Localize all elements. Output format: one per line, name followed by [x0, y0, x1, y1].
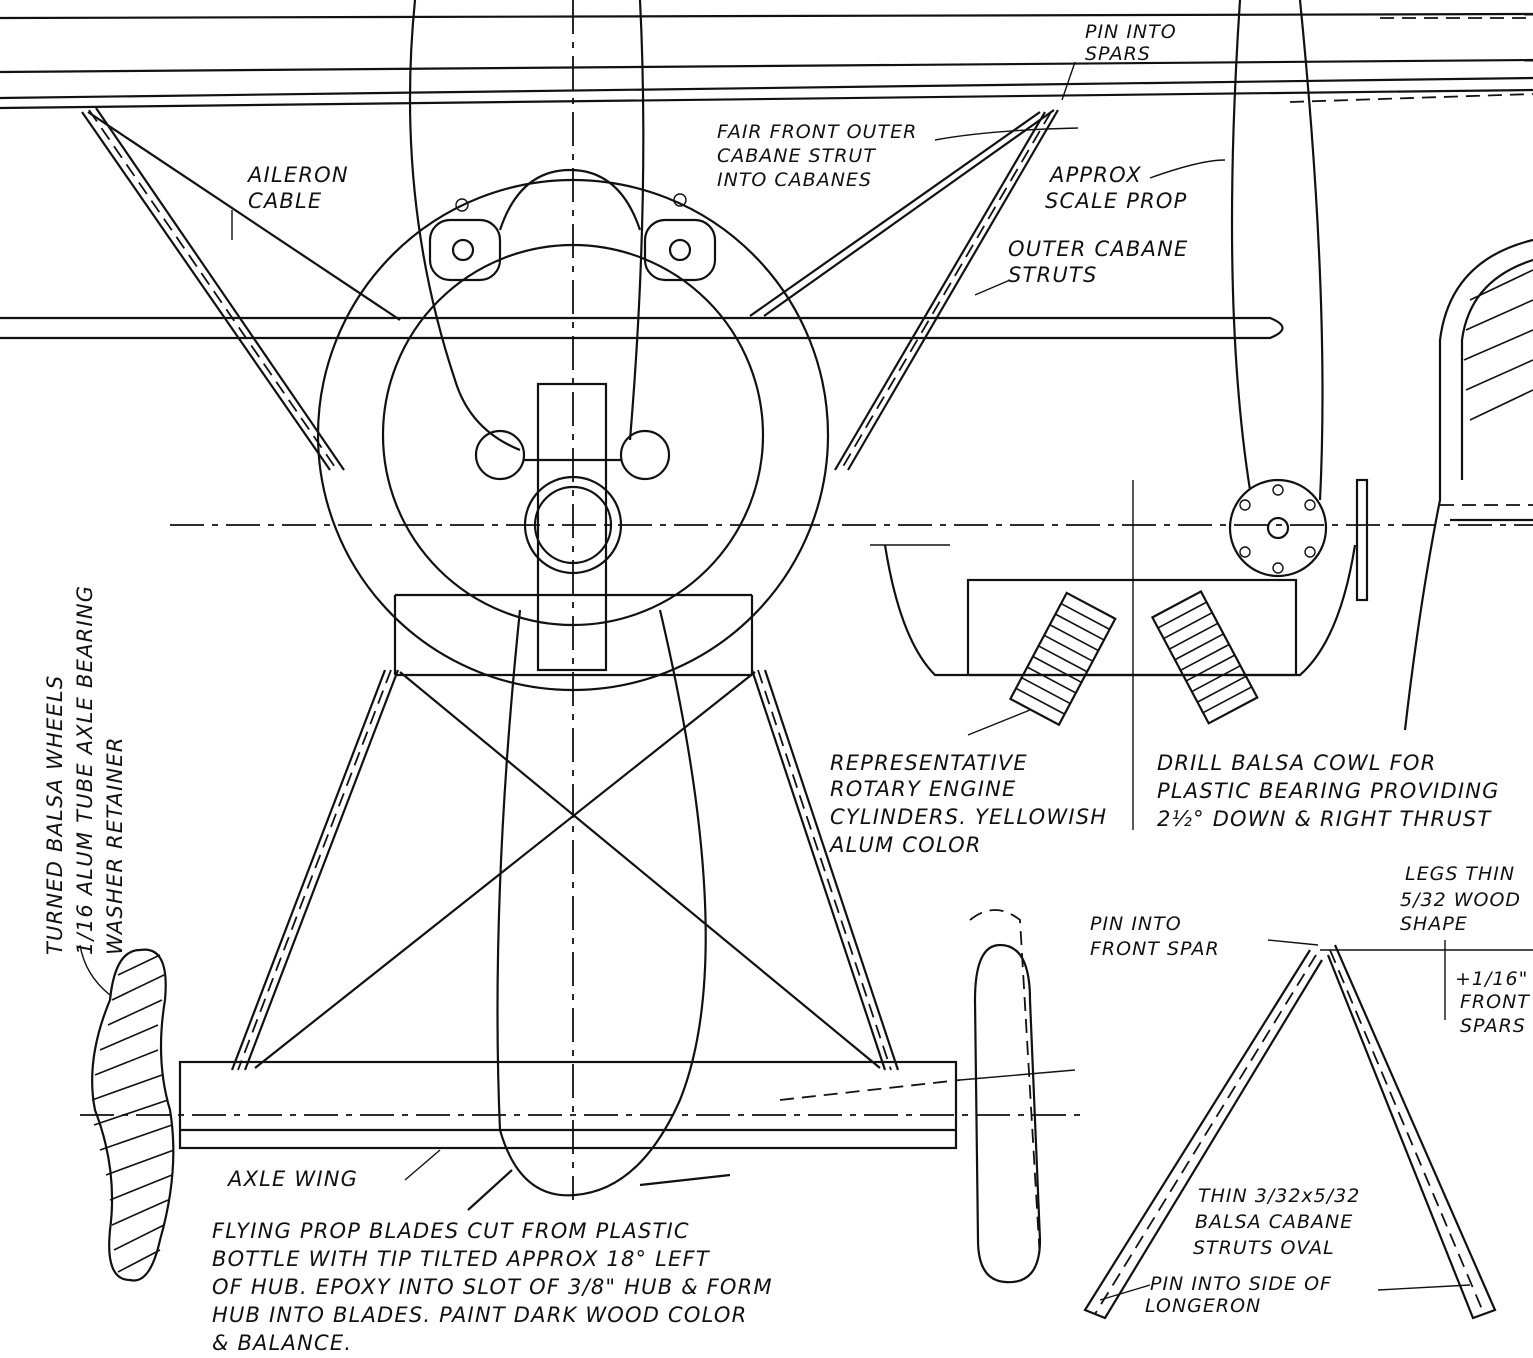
svg-text:+1/16": +1/16": [1455, 968, 1528, 990]
svg-text:CABLE: CABLE: [248, 189, 322, 213]
svg-text:1/16 ALUM TUBE AXLE BEARING: 1/16 ALUM TUBE AXLE BEARING: [73, 585, 97, 955]
label-drill-balsa-cowl: DRILL BALSA COWL FOR PLASTIC BEARING PRO…: [1157, 751, 1500, 831]
label-pin-into-spars: PIN INTO SPARS: [1085, 21, 1177, 65]
svg-text:TURNED BALSA WHEELS: TURNED BALSA WHEELS: [43, 675, 67, 955]
svg-text:HUB INTO BLADES. PAINT DARK WO: HUB INTO BLADES. PAINT DARK WOOD COLOR: [212, 1303, 747, 1327]
svg-text:ROTARY ENGINE: ROTARY ENGINE: [830, 777, 1017, 801]
svg-text:FAIR FRONT OUTER: FAIR FRONT OUTER: [717, 121, 917, 143]
svg-text:PIN INTO SIDE OF: PIN INTO SIDE OF: [1150, 1273, 1332, 1295]
svg-text:PIN INTO: PIN INTO: [1085, 21, 1177, 43]
label-approx-scale-prop: APPROX SCALE PROP: [1045, 163, 1187, 213]
svg-text:CYLINDERS. YELLOWISH: CYLINDERS. YELLOWISH: [830, 805, 1107, 829]
svg-text:SCALE PROP: SCALE PROP: [1045, 189, 1187, 213]
svg-text:OUTER CABANE: OUTER CABANE: [1008, 237, 1188, 261]
axle-wing: [178, 1060, 958, 1150]
right-wheel: [779, 909, 1076, 1284]
svg-text:STRUTS OVAL: STRUTS OVAL: [1193, 1237, 1335, 1259]
svg-text:PIN INTO: PIN INTO: [1090, 913, 1182, 935]
label-representative-engine: REPRESENTATIVE ROTARY ENGINE CYLINDERS. …: [828, 751, 1107, 857]
label-thin-cabane-struts: THIN 3/32x5/32 BALSA CABANE STRUTS OVAL: [1193, 1185, 1360, 1259]
upper-wing: [0, 12, 1533, 110]
label-pin-into-longeron: PIN INTO SIDE OF LONGERON: [1145, 1273, 1332, 1317]
left-wheel: [91, 948, 175, 1282]
svg-text:CABANE STRUT: CABANE STRUT: [717, 145, 876, 167]
lower-wing: [0, 316, 1284, 340]
engine-top: [428, 168, 717, 282]
label-legs-thin: LEGS THIN 5/32 WOOD SHAPE: [1400, 863, 1521, 935]
svg-text:AILERON: AILERON: [246, 163, 349, 187]
svg-text:FLYING PROP BLADES CUT FROM PL: FLYING PROP BLADES CUT FROM PLASTIC: [212, 1219, 690, 1243]
label-fair-front-outer: FAIR FRONT OUTER CABANE STRUT INTO CABAN…: [717, 121, 917, 191]
outer-cabane-struts: [81, 107, 1059, 471]
label-outer-cabane-struts: OUTER CABANE STRUTS: [1008, 237, 1188, 287]
svg-text:SPARS: SPARS: [1460, 1015, 1526, 1037]
svg-text:LEGS THIN: LEGS THIN: [1405, 863, 1515, 885]
svg-text:INTO CABANES: INTO CABANES: [717, 169, 872, 191]
svg-text:WASHER RETAINER: WASHER RETAINER: [103, 736, 127, 955]
svg-text:DRILL BALSA COWL FOR: DRILL BALSA COWL FOR: [1157, 751, 1436, 775]
label-aileron-cable: AILERON CABLE: [246, 163, 349, 213]
svg-text:THIN 3/32x5/32: THIN 3/32x5/32: [1198, 1185, 1360, 1207]
svg-text:SHAPE: SHAPE: [1400, 913, 1468, 935]
svg-text:REPRESENTATIVE: REPRESENTATIVE: [830, 751, 1028, 775]
scale-prop: [408, 0, 1324, 501]
svg-text:FRONT: FRONT: [1460, 991, 1530, 1013]
cabane-a-frame: [1083, 940, 1533, 1320]
landing-gear: [230, 669, 900, 1071]
label-turned-balsa-wheels: TURNED BALSA WHEELS 1/16 ALUM TUBE AXLE …: [43, 585, 127, 955]
svg-text:APPROX: APPROX: [1048, 163, 1142, 187]
svg-text:STRUTS: STRUTS: [1008, 263, 1097, 287]
leader-lines: [79, 61, 1471, 1301]
label-flying-prop: FLYING PROP BLADES CUT FROM PLASTIC BOTT…: [212, 1219, 773, 1355]
label-pin-into-front-spar: PIN INTO FRONT SPAR: [1090, 913, 1220, 960]
svg-text:SPARS: SPARS: [1085, 43, 1151, 65]
label-axle-wing: AXLE WING: [226, 1167, 358, 1191]
svg-text:5/32 WOOD: 5/32 WOOD: [1400, 889, 1521, 911]
label-front-spars: +1/16" FRONT SPARS: [1455, 968, 1530, 1037]
svg-text:OF HUB. EPOXY INTO SLOT OF 3/8: OF HUB. EPOXY INTO SLOT OF 3/8" HUB & FO…: [212, 1275, 773, 1299]
side-cowl: [870, 478, 1369, 727]
svg-text:FRONT SPAR: FRONT SPAR: [1090, 938, 1220, 960]
centerlines: [80, 0, 1533, 1200]
flying-prop: [467, 609, 731, 1211]
svg-text:ALUM COLOR: ALUM COLOR: [828, 833, 982, 857]
svg-text:& BALANCE.: & BALANCE.: [212, 1331, 352, 1355]
svg-text:PLASTIC BEARING PROVIDING: PLASTIC BEARING PROVIDING: [1157, 779, 1500, 803]
svg-text:LONGERON: LONGERON: [1145, 1295, 1261, 1317]
side-wheel: [1403, 238, 1533, 731]
svg-text:BALSA CABANE: BALSA CABANE: [1195, 1211, 1353, 1233]
svg-text:BOTTLE WITH TIP TILTED APPROX: BOTTLE WITH TIP TILTED APPROX 18° LEFT: [212, 1247, 711, 1271]
svg-text:AXLE WING: AXLE WING: [226, 1167, 358, 1191]
svg-text:2½° DOWN & RIGHT THRUST: 2½° DOWN & RIGHT THRUST: [1157, 807, 1492, 831]
